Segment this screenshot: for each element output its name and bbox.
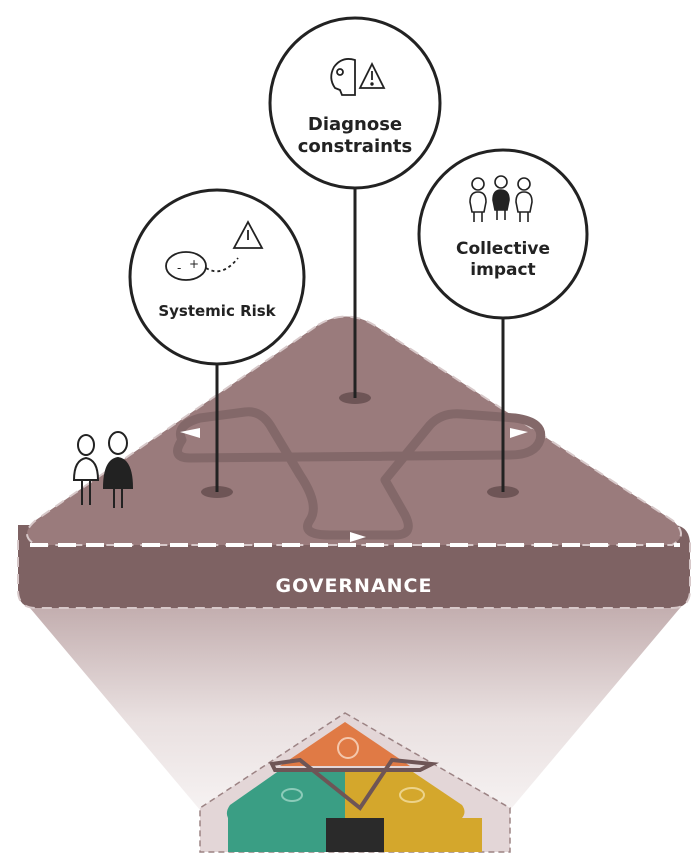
- mini-gold-base: [384, 818, 482, 852]
- track-arrow-left: [180, 428, 200, 438]
- mini-teal-icon: [281, 788, 303, 802]
- platform-side-dashed-outline: [17, 540, 691, 609]
- group-people-icon: [469, 175, 533, 222]
- diagnose-label-line1: Diagnose: [308, 114, 402, 135]
- mini-orange-icon: [337, 737, 359, 759]
- mini-platform: [199, 712, 511, 853]
- collective-label-line2: impact: [470, 260, 535, 280]
- mini-gold-icon: [399, 787, 425, 803]
- mini-orange-section: [280, 722, 410, 766]
- mini-black-base: [326, 818, 384, 852]
- platform-dashed-outline: [26, 315, 682, 546]
- node-diagnose-constraints: Diagnose constraints: [268, 16, 442, 190]
- svg-text:+: +: [189, 257, 199, 271]
- track-arrow-right: [510, 428, 528, 438]
- projection-beam: [30, 608, 680, 810]
- governance-label: GOVERNANCE: [276, 575, 433, 597]
- node-systemic-risk: - + Systemic Risk: [128, 188, 306, 366]
- svg-text:-: -: [177, 261, 181, 275]
- systemic-label: Systemic Risk: [158, 302, 276, 320]
- collective-label-line1: Collective: [456, 239, 550, 259]
- node-collective-impact: Collective impact: [417, 148, 589, 320]
- head-warning-icon: [330, 58, 386, 96]
- diagnose-label-line2: constraints: [298, 136, 413, 157]
- two-people-icon: [72, 431, 134, 508]
- platform-top: [27, 316, 681, 545]
- mini-teal-section: [226, 770, 345, 818]
- mini-teal-base: [228, 818, 326, 852]
- cross-track: [173, 407, 546, 540]
- mini-cross-track: [268, 757, 440, 811]
- cycle-warning-icon: - +: [165, 220, 264, 281]
- mini-gold-section: [345, 770, 465, 818]
- track-arrow-bottom: [350, 532, 366, 542]
